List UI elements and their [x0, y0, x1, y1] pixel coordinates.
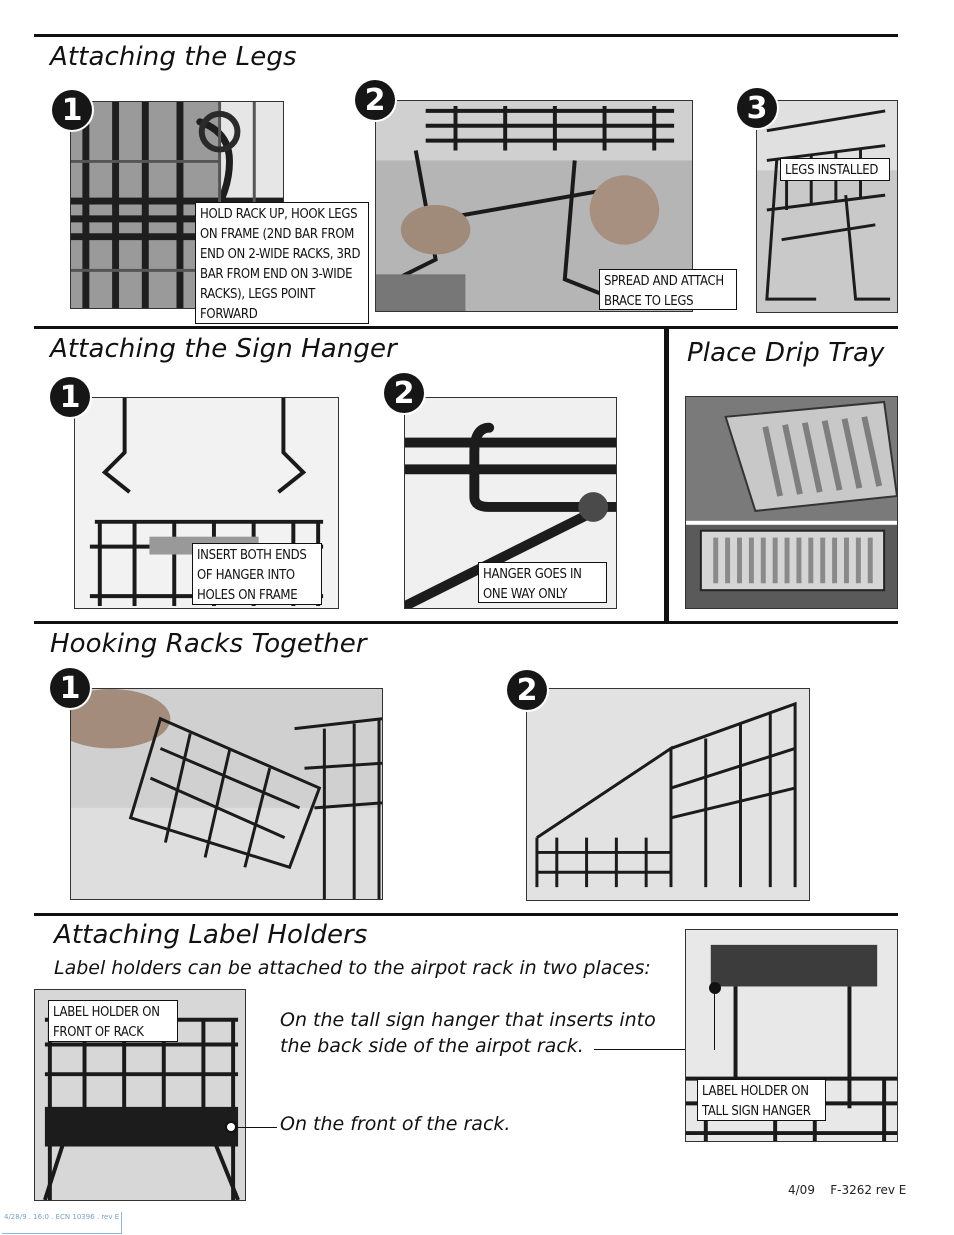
- section-title-drip-tray: Place Drip Tray: [687, 338, 885, 368]
- leader-tall: [594, 1049, 714, 1050]
- rule-after-sign-hanger: [34, 621, 898, 624]
- callout-legs-step-1: HOLD RACK UP, HOOK LEGS ON FRAME (2nd BA…: [195, 202, 369, 324]
- step-badge-legs-3: 3: [737, 88, 777, 128]
- photo-drip-tray: [685, 396, 898, 609]
- step-badge-legs-2: 2: [355, 80, 395, 120]
- step-badge-sign-hanger-1: 1: [50, 377, 90, 417]
- section-title-hooking: Hooking Racks Together: [50, 629, 367, 659]
- label-holders-subtitle: Label holders can be attached to the air…: [54, 957, 651, 979]
- section-title-label-holders: Attaching Label Holders: [54, 920, 368, 950]
- photo-legs-step-3: [756, 100, 898, 313]
- section-title-legs: Attaching the Legs: [50, 42, 297, 72]
- note-tall-line-1: On the tall sign hanger that inserts int…: [280, 1009, 656, 1031]
- rule-after-hooking: [34, 913, 898, 916]
- rule-after-legs: [34, 326, 898, 329]
- step-badge-hooking-2: 2: [507, 670, 547, 710]
- leader-tall-vertical: [714, 994, 715, 1050]
- ecn-stamp: 4/28/9 . 16:0 . ECN 10396 . rev E: [2, 1212, 122, 1234]
- step-badge-hooking-1: 1: [50, 668, 90, 708]
- vertical-divider: [664, 326, 669, 624]
- doc-id: 4/09 F-3262 rev E: [788, 1183, 907, 1197]
- step-badge-legs-1: 1: [52, 90, 92, 130]
- callout-label-front: LABEL HOLDER ON FRONT OF RACK: [48, 1000, 178, 1042]
- callout-sign-hanger-step-2: HANGER GOES IN ONE WAY ONLY: [478, 562, 607, 603]
- leader-front: [237, 1127, 277, 1128]
- photo-hooking-step-2: [526, 688, 810, 901]
- callout-legs-step-2: SPREAD AND ATTACH BRACE TO LEGS: [599, 269, 737, 310]
- note-front: On the front of the rack.: [280, 1113, 511, 1135]
- marker-tall-label: [709, 982, 721, 994]
- top-rule: [34, 34, 898, 37]
- section-title-sign-hanger: Attaching the Sign Hanger: [50, 334, 397, 364]
- callout-sign-hanger-step-1: INSERT BOTH ENDS OF HANGER INTO HOLES ON…: [192, 543, 322, 605]
- photo-hooking-step-1: [70, 688, 383, 900]
- step-badge-sign-hanger-2: 2: [384, 373, 424, 413]
- callout-legs-step-3: LEGS INSTALLED: [780, 158, 890, 181]
- marker-front-label: [225, 1121, 237, 1133]
- note-tall-line-2: the back side of the airpot rack.: [280, 1035, 584, 1057]
- callout-label-tall: LABEL HOLDER ON TALL SIGN HANGER: [697, 1079, 826, 1121]
